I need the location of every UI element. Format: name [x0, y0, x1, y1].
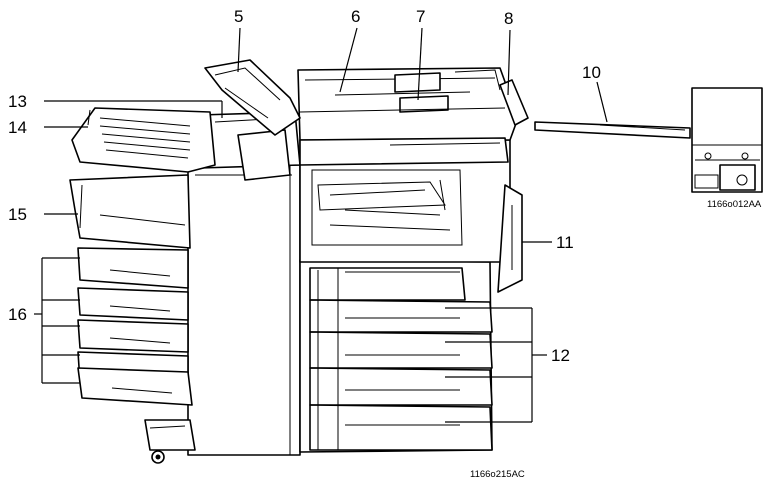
- callout-15: 15: [8, 205, 27, 224]
- callout-labels: 5 6 7 8 10 11 12 13 14 15 16: [8, 7, 601, 365]
- callout-8: 8: [504, 9, 513, 28]
- callout-13: 13: [8, 92, 27, 111]
- callout-6: 6: [351, 7, 360, 26]
- callout-16: 16: [8, 305, 27, 324]
- inset-large-capacity-unit: [534, 87, 763, 193]
- finisher-unit: [69, 107, 301, 464]
- callout-5: 5: [234, 7, 243, 26]
- callout-10: 10: [582, 63, 601, 82]
- inset-figure-code: 1166o012AA: [707, 199, 762, 210]
- callout-11: 11: [556, 233, 574, 252]
- document-feeder: [204, 59, 529, 166]
- callout-12: 12: [551, 346, 570, 365]
- callout-14: 14: [8, 118, 27, 137]
- callout-7: 7: [416, 7, 425, 26]
- main-figure-code: 1166o215AC: [470, 469, 525, 480]
- copier-main-body: [299, 139, 523, 453]
- leader-lines: [34, 27, 608, 423]
